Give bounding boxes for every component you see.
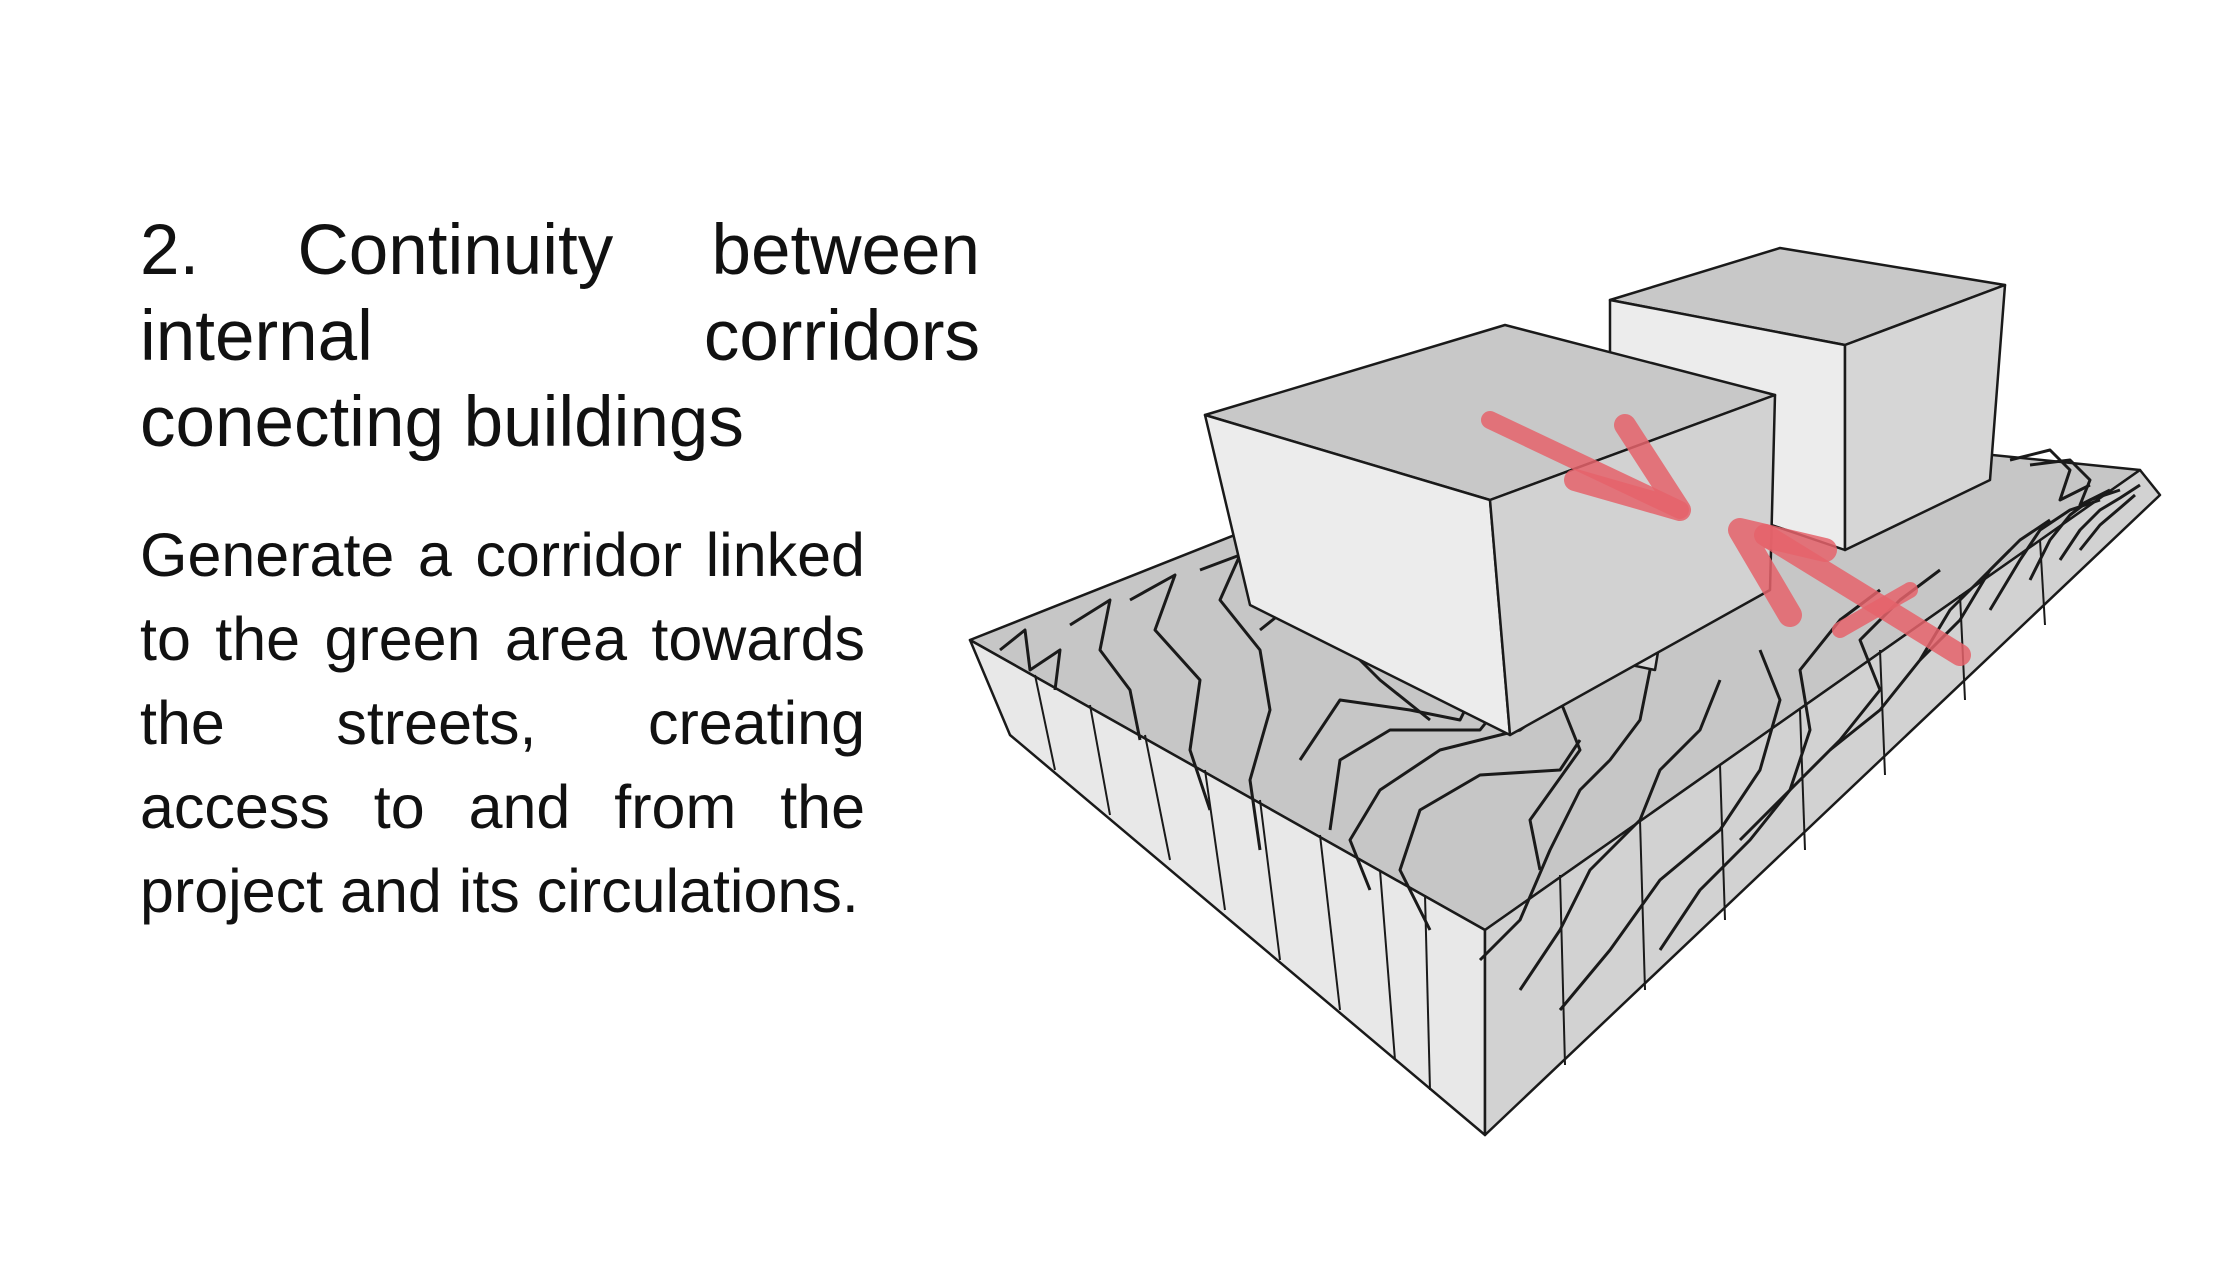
section-heading: 2. Continuity between internal corridors… xyxy=(140,211,980,462)
building-block-rear-side xyxy=(1843,283,2007,552)
corridor-arrow-inbound-head xyxy=(1564,414,1691,521)
corridor-arrow-outbound-tail xyxy=(1832,582,1918,638)
section-description: Generate a corridor linked to the green … xyxy=(140,521,865,925)
terrain-section-lines xyxy=(1034,539,2046,1091)
corridor-arrows xyxy=(1481,411,1971,666)
site-massing-diagram xyxy=(960,230,2170,1150)
corridor-arrow-outbound-head xyxy=(1728,518,1837,627)
